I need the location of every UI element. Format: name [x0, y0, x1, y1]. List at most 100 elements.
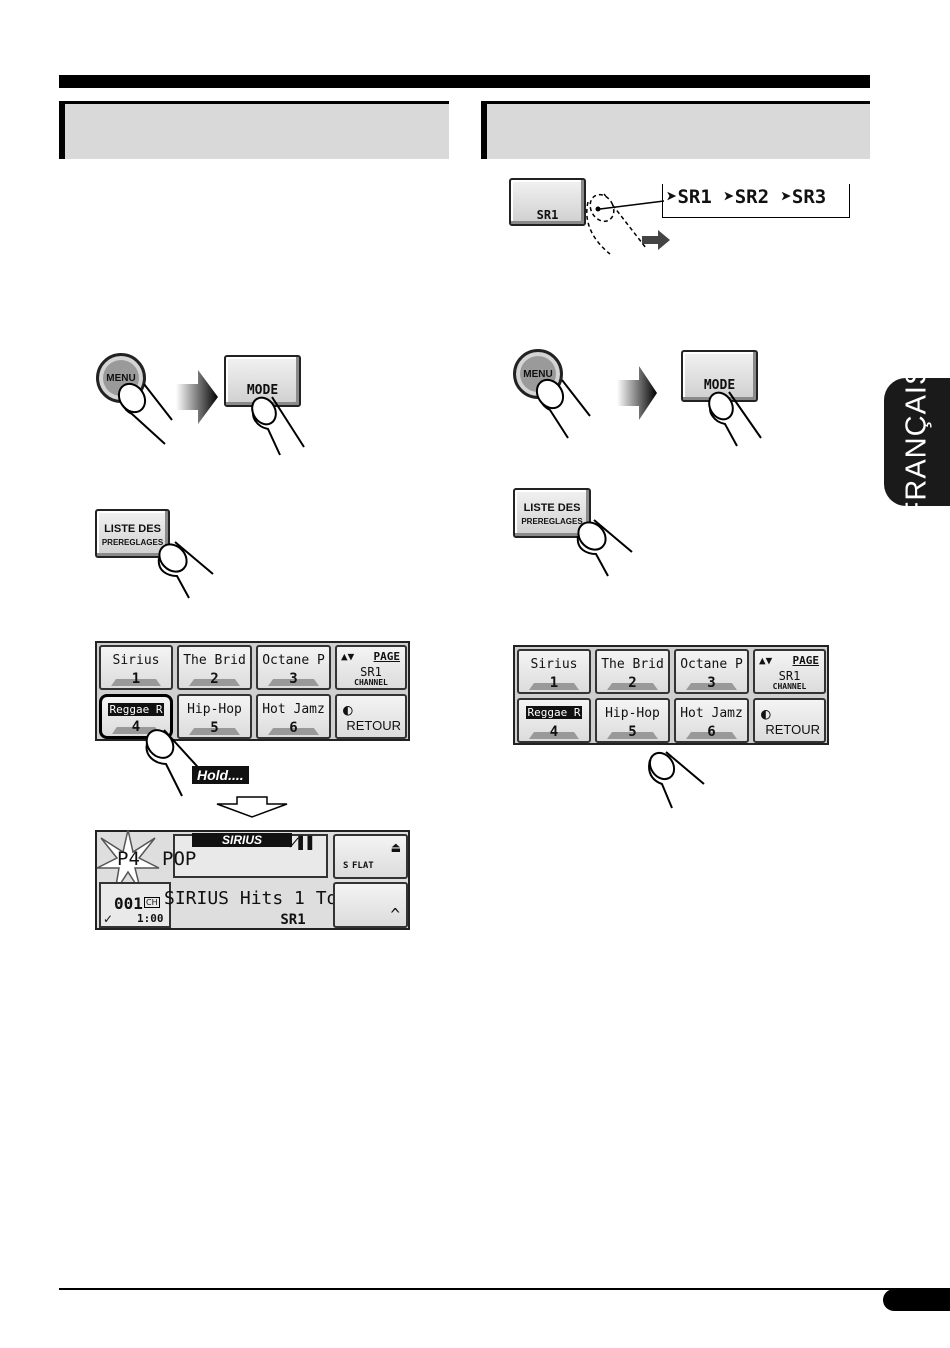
- finger-press-icon: [576, 519, 633, 577]
- flash-burst-icon: [96, 829, 160, 893]
- band-label: SR1: [360, 665, 382, 679]
- preset-number: 1: [131, 671, 141, 687]
- page-label: PAGE: [792, 654, 820, 667]
- band-select-label: SR1: [536, 208, 559, 222]
- eject-eq-button[interactable]: ⏏ S FLAT: [333, 834, 408, 879]
- preset-name: Octane P: [262, 653, 325, 668]
- bottom-rule: [59, 1288, 950, 1290]
- next-step-arrow-icon: [617, 366, 657, 420]
- preset-list-label-line2: PREREGLAGES: [101, 538, 164, 547]
- next-step-arrow-icon: [176, 370, 218, 424]
- ch-badge: CH: [144, 897, 160, 908]
- channel-number: 001: [114, 894, 143, 913]
- mode-button[interactable]: MODE: [224, 355, 301, 407]
- back-knob-icon: ◐: [761, 704, 771, 723]
- band-button[interactable]: SR1: [257, 906, 329, 928]
- preset-button-1[interactable]: Sirius 1: [99, 645, 173, 690]
- preset-button-5[interactable]: Hip-Hop 5: [177, 694, 252, 739]
- preset-list-label-line1: LISTE DES: [104, 523, 161, 535]
- hold-label: Hold....: [192, 766, 249, 784]
- preset-name: The Brid: [601, 657, 664, 672]
- preset-name: Reggae R: [525, 706, 583, 719]
- preset-number: 3: [289, 671, 298, 687]
- band-select-button[interactable]: SR1: [509, 178, 586, 226]
- eject-icon: ⏏: [391, 840, 400, 856]
- category-name: POP: [162, 848, 197, 870]
- language-tab-label: FRANÇAIS: [900, 364, 933, 520]
- band-sequence: ➤SR1 ➤SR2 ➤SR3: [666, 186, 826, 208]
- finger-press-icon: [157, 541, 214, 599]
- sequence-arrow-icon: ➤: [780, 186, 792, 208]
- down-arrow-icon: [216, 796, 288, 818]
- preset-number: 6: [289, 720, 298, 736]
- retour-label: RETOUR: [346, 718, 401, 733]
- top-rule: [59, 75, 870, 88]
- preset-button-3[interactable]: Octane P 3: [674, 649, 749, 694]
- page-channel-button[interactable]: ▲▼ PAGE SR1 CHANNEL: [335, 645, 407, 690]
- band-label: SR1: [778, 669, 801, 683]
- preset-name: Sirius: [530, 657, 578, 672]
- finger-press-icon: [535, 378, 591, 439]
- band-seq-3: SR3: [791, 186, 827, 208]
- preset-number: 6: [707, 724, 716, 740]
- finger-press-icon: [251, 396, 305, 456]
- channel-label: CHANNEL: [354, 678, 388, 687]
- back-knob-icon: ◐: [343, 700, 353, 719]
- preset-name: Reggae R: [107, 703, 165, 716]
- band-sequence-frame: [662, 184, 850, 218]
- finger-press-icon: [708, 391, 762, 447]
- preset-grid-right: Sirius 1 The Brid 2 Octane P 3 ▲▼ PAGE SR1 …: [513, 645, 829, 745]
- right-section-header: [481, 101, 870, 159]
- menu-button-label: MENU: [106, 372, 136, 384]
- preset-number: 1: [549, 675, 559, 691]
- page-channel-button[interactable]: ▲▼ PAGE SR1 CHANNEL: [753, 649, 826, 694]
- preset-list-button[interactable]: LISTE DES PREREGLAGES: [95, 509, 170, 558]
- band-seq-1: SR1: [677, 186, 712, 208]
- up-button[interactable]: ^: [333, 882, 408, 928]
- radio-display: SIRIUS ⟋▌▌ P4 POP 001 CH 1:00 ✓ SIRIUS H…: [95, 829, 410, 930]
- page-label: PAGE: [373, 650, 401, 663]
- preset-number: 4: [131, 719, 141, 735]
- preset-name: Hip-Hop: [605, 706, 660, 721]
- eq-setting: FLAT: [352, 861, 374, 871]
- preset-button-3[interactable]: Octane P 3: [256, 645, 331, 690]
- clock: 1:00: [137, 912, 164, 925]
- finger-press-icon: [145, 729, 207, 797]
- preset-indicator: P4: [117, 848, 140, 870]
- sequence-arrow-icon: ➤: [723, 186, 735, 208]
- channel-title: SIRIUS Hits 1 To: [164, 888, 338, 909]
- preset-number: 2: [628, 675, 637, 691]
- retour-label: RETOUR: [765, 722, 820, 737]
- eq-prefix: S: [343, 861, 349, 871]
- mode-button-label: MODE: [703, 378, 736, 393]
- mode-button-label: MODE: [246, 383, 279, 398]
- preset-name: Octane P: [680, 657, 743, 672]
- preset-list-label-line1: LISTE DES: [523, 502, 581, 514]
- preset-name: The Brid: [183, 653, 246, 668]
- preset-button-1[interactable]: Sirius 1: [517, 649, 591, 694]
- channel-label: CHANNEL: [772, 682, 807, 691]
- page-arrows-icon: ▲▼: [341, 650, 355, 663]
- preset-name: Hip-Hop: [187, 702, 242, 717]
- preset-button-4[interactable]: Reggae R 4: [517, 698, 591, 743]
- preset-number: 3: [707, 675, 716, 691]
- preset-button-2[interactable]: The Brid 2: [595, 649, 670, 694]
- retour-button[interactable]: ◐ RETOUR: [753, 698, 826, 743]
- finger-press-icon: [648, 751, 705, 809]
- preset-name: Sirius: [112, 653, 160, 668]
- band-button-label: SR1: [280, 912, 306, 928]
- sirius-brand: SIRIUS: [192, 833, 292, 847]
- retour-button[interactable]: ◐ RETOUR: [335, 694, 407, 739]
- band-seq-2: SR2: [734, 186, 770, 208]
- preset-number: 4: [549, 724, 559, 740]
- preset-number: 5: [210, 720, 219, 736]
- chevron-down-icon[interactable]: ✓: [103, 912, 114, 926]
- chevron-up-icon: ^: [390, 905, 400, 924]
- signal-strength-icon: ⟋▌▌: [290, 836, 317, 850]
- page-number-pill: [883, 1289, 950, 1311]
